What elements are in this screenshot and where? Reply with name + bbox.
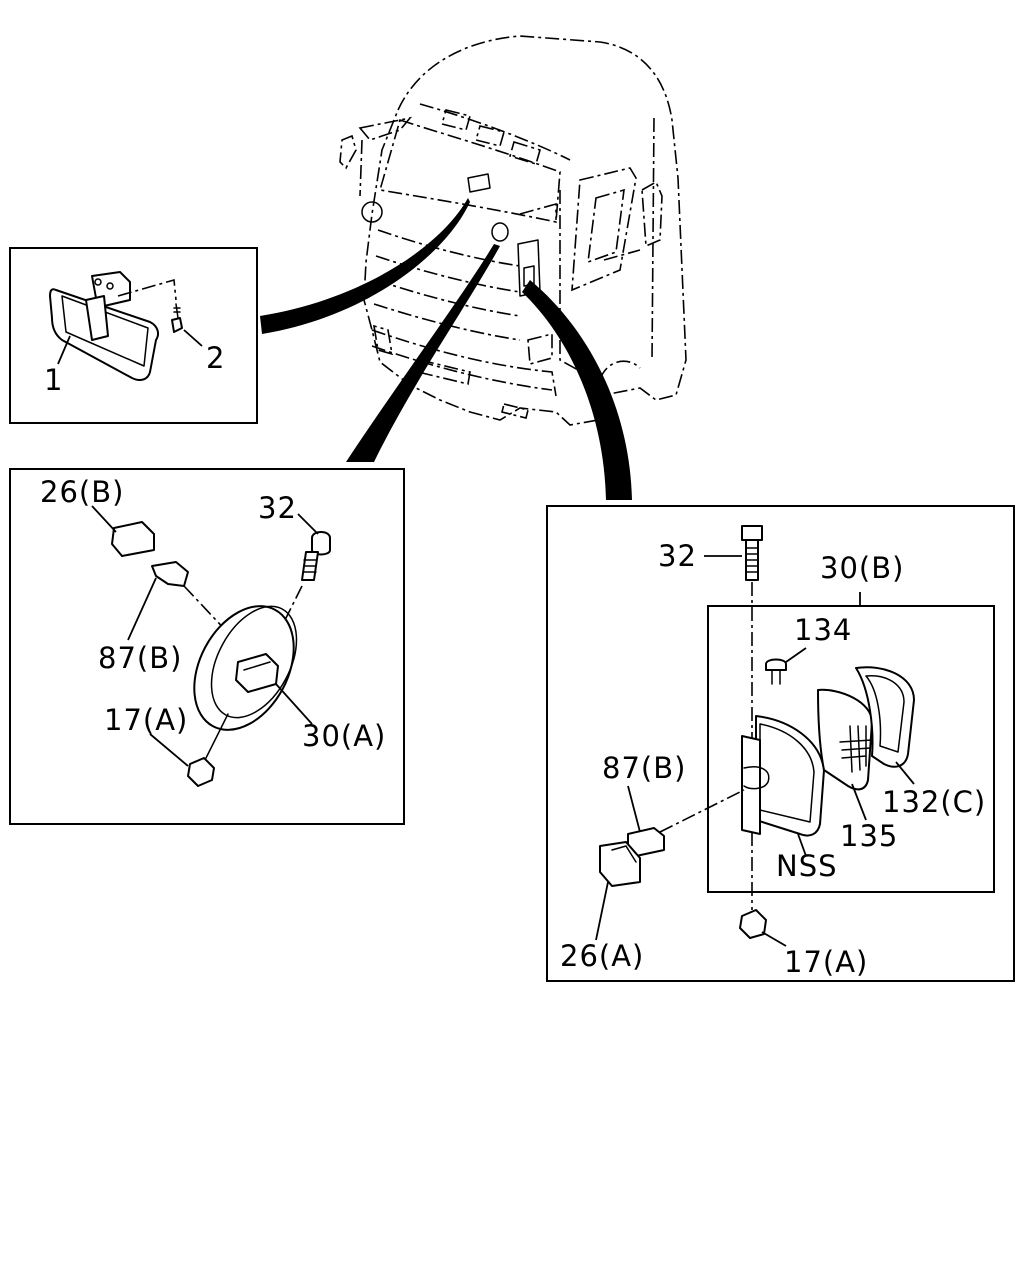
- label-b-screw: 134: [794, 613, 852, 647]
- label-a-bracket: 87(B): [98, 641, 182, 675]
- label-a-nut: 17(A): [104, 703, 188, 737]
- label-b-nut: 17(A): [784, 945, 868, 979]
- callout-arrows: [260, 198, 632, 500]
- label-a-cover: 26(B): [40, 475, 124, 509]
- label-b-mirror: 30(B): [820, 551, 904, 585]
- label-b-frame: 132(C): [882, 785, 986, 819]
- inner-mirror-panel: 1 2: [9, 247, 258, 424]
- label-a-mirror: 30(A): [302, 719, 386, 753]
- side-mirror-panel: 30(B) 32 134 NSS 135 132(C) 87(: [546, 505, 1015, 982]
- label-mirror-inner: 1: [44, 363, 63, 397]
- label-b-body: NSS: [776, 849, 838, 883]
- label-a-bolt: 32: [258, 491, 297, 525]
- truck-cab: [339, 35, 687, 426]
- label-b-glass: 135: [840, 819, 898, 853]
- label-b-bolt: 32: [658, 539, 697, 573]
- label-b-bracket: 87(B): [602, 751, 686, 785]
- round-mirror-panel: 26(B) 87(B) 32 17(A) 30(A): [9, 468, 405, 825]
- label-screw: 2: [206, 341, 225, 375]
- label-b-cover: 26(A): [560, 939, 644, 973]
